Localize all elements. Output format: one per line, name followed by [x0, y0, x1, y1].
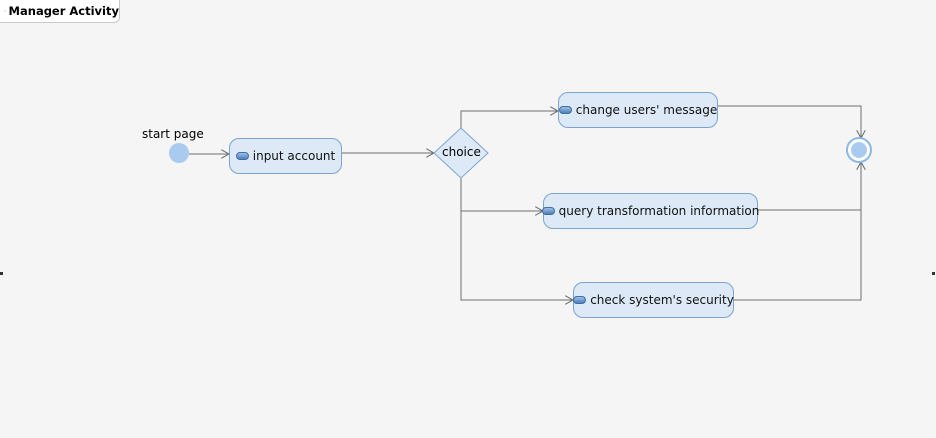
action-query-transformation[interactable]: query transformation information [541, 193, 760, 229]
action-label: query transformation information [558, 204, 760, 218]
decision-node-label: choice [442, 145, 481, 159]
action-icon [235, 152, 249, 160]
action-icon [558, 106, 572, 114]
action-label: input account [252, 149, 336, 163]
decision-node[interactable] [433, 127, 489, 179]
resize-handle-right[interactable] [932, 272, 935, 275]
edge-change-to-final[interactable] [718, 105, 861, 138]
diagram-title: Manager Activity [8, 4, 119, 18]
action-icon [541, 207, 555, 215]
edge-choice-to-query[interactable] [460, 178, 543, 211]
final-node-inner [851, 142, 867, 158]
action-change-users-message[interactable]: change users' message [558, 92, 718, 128]
diagram-frame-tab[interactable]: Manager Activity [0, 0, 120, 23]
edge-query-to-final[interactable] [758, 161, 862, 211]
action-label: change users' message [575, 103, 718, 117]
activity-diagram-icon [4, 10, 6, 12]
action-check-security[interactable]: check system's security [573, 282, 734, 318]
action-input-account[interactable]: input account [229, 138, 342, 174]
action-icon [573, 296, 587, 304]
action-label: check system's security [590, 293, 734, 307]
edge-check-to-final[interactable] [734, 162, 861, 301]
edge-choice-to-check[interactable] [460, 178, 573, 300]
initial-node-label: start page [142, 127, 204, 141]
edge-choice-to-change[interactable] [460, 111, 558, 128]
initial-node[interactable] [169, 143, 189, 163]
resize-handle-left[interactable] [0, 272, 3, 275]
